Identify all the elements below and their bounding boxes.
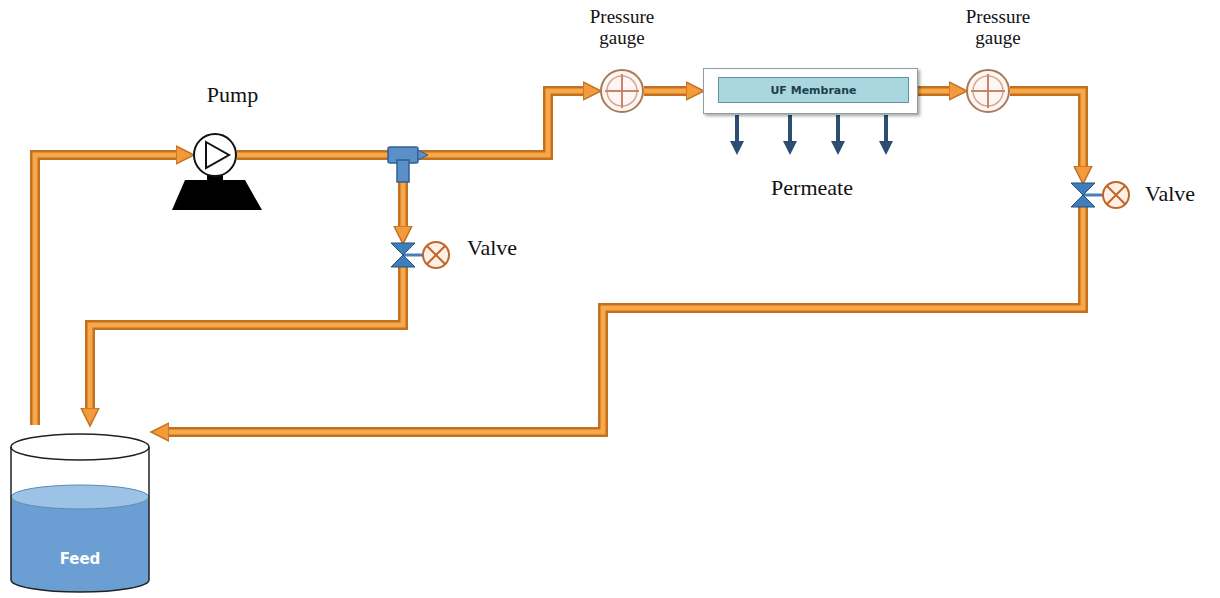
pipe-connector: [169, 207, 1083, 432]
pipe-wall: [237, 91, 583, 155]
permeate-arrow-head: [879, 141, 893, 155]
pressure-gauge: Pressure gauge: [600, 69, 644, 113]
gauge-cross: [605, 90, 639, 92]
gauge-outline: [966, 69, 1010, 113]
pump-symbol: Pump: [193, 133, 237, 177]
membrane-module: UF Membrane: [703, 68, 918, 114]
membrane-label: UF Membrane: [770, 84, 856, 97]
valve-body: [1071, 183, 1095, 195]
pipe-wall: [918, 86, 949, 96]
tank-water: [11, 497, 149, 592]
valve-actuator: [1103, 182, 1129, 208]
gauge-dial: [601, 70, 643, 112]
valve-stem: [403, 254, 423, 257]
valve-label: Valve: [461, 236, 523, 260]
feed-tank: Feed: [8, 425, 152, 594]
valve-body: [391, 255, 415, 267]
pipe-wall: [90, 267, 403, 408]
gauge-label: Pressure gauge: [570, 7, 674, 49]
pipe-flow: [35, 155, 176, 425]
gauge-label: Pressure gauge: [946, 7, 1050, 49]
permeate-arrow-shaft: [836, 115, 840, 143]
tee-arrow: [418, 150, 428, 160]
pipe-flow: [237, 155, 403, 226]
pump-outline: [193, 133, 237, 177]
valve-body: [1071, 195, 1095, 207]
permeate-arrow-shaft: [735, 115, 739, 143]
gauge-cross: [971, 90, 1005, 92]
pipe-flow: [918, 89, 949, 94]
valve-actuator: [423, 242, 449, 268]
valve-label: Valve: [1139, 182, 1201, 206]
tank-wall: [11, 447, 149, 592]
permeate-arrow-head: [831, 141, 845, 155]
tank-label: Feed: [8, 550, 152, 568]
valve-symbol: Valve: [391, 243, 415, 267]
pipe-wall: [644, 86, 686, 96]
gauge-dial: [967, 70, 1009, 112]
valve-actuator-x: [427, 246, 445, 264]
pipe-flow: [90, 267, 403, 408]
permeate-arrow-shaft: [788, 115, 792, 143]
pipe-connector: [35, 155, 176, 425]
gauge-outline: [600, 69, 644, 113]
pipe-wall: [1010, 91, 1083, 166]
pipe-connector: [644, 91, 686, 92]
permeate-arrow-shaft: [884, 115, 888, 143]
pipe-flow: [169, 207, 1083, 432]
permeate-arrow-head: [783, 141, 797, 155]
tank-rim: [11, 434, 149, 460]
pipe-flow: [237, 91, 583, 155]
pump-base: [172, 180, 262, 210]
valve-outline: [1071, 183, 1095, 207]
pipe-wall: [35, 155, 176, 425]
permeate-arrows: [730, 115, 893, 155]
pump-impeller: [206, 142, 229, 168]
pump-label: Pump: [180, 83, 285, 107]
tank-water-surface: [11, 485, 149, 509]
membrane-element: UF Membrane: [718, 77, 909, 103]
pipe-flow: [1010, 91, 1083, 166]
pressure-gauge: Pressure gauge: [966, 69, 1010, 113]
permeate-arrow-group: [730, 115, 893, 155]
permeate-arrow-head: [730, 141, 744, 155]
valve-body: [391, 243, 415, 255]
valve-outline: [391, 243, 415, 267]
pipe-flow: [644, 89, 686, 94]
pipe-connector: [237, 155, 403, 226]
valve-stem: [1083, 194, 1103, 197]
pipe-connector: [918, 91, 949, 92]
pump-casing: [194, 134, 236, 176]
valve-symbol: Valve: [1071, 183, 1095, 207]
pipe-wall: [237, 155, 403, 226]
pipe-connector: [90, 267, 403, 408]
tee-fitting: [388, 147, 428, 182]
stream-label: Permeate: [752, 176, 872, 200]
tank-outline: [8, 425, 152, 594]
pipe-connector: [237, 91, 583, 155]
pipe-wall: [169, 207, 1083, 432]
pipe-connector: [1010, 91, 1083, 166]
valve-actuator-x: [1107, 186, 1125, 204]
tee-branch: [397, 160, 409, 182]
